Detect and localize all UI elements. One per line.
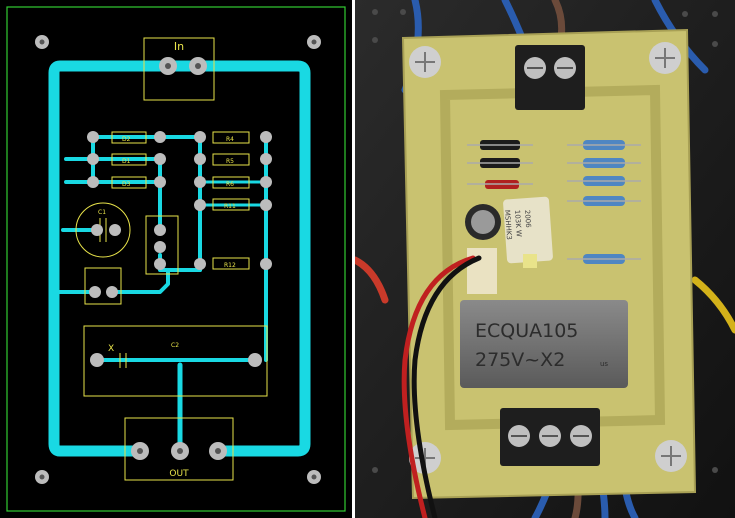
relay: ECQUA105 275V~X2 us (460, 300, 628, 388)
label-d2: D2 (122, 136, 131, 143)
input-connector-label: In (174, 40, 184, 53)
relay-text-line1: ECQUA105 (475, 320, 578, 342)
label-r4: R4 (226, 136, 234, 143)
electrolytic-capacitor (465, 204, 501, 240)
relay-cert-mark: us (600, 360, 608, 368)
assembled-board-illustration: 103K W 2006 MSHHK3 ECQUA105 275V~X2 us (355, 0, 735, 518)
pad-holes (39, 39, 317, 480)
label-d1: D1 (122, 158, 131, 165)
label-x: X (108, 344, 114, 354)
label-c2: C2 (171, 342, 179, 349)
film-capacitor: 103K W 2006 MSHHK3 (503, 196, 553, 264)
connector-wires (401, 255, 482, 518)
pcb-layout-drawing: In OUT D2 D1 D3 R4 R5 R6 R11 R12 C1 C2 X (6, 6, 346, 512)
mounting-screws (409, 42, 687, 474)
trimmer (523, 254, 537, 268)
perforated-plate (372, 9, 718, 473)
label-d3: D3 (122, 181, 131, 188)
board-outline (6, 6, 346, 512)
label-r6: R6 (226, 181, 234, 188)
label-r5: R5 (226, 158, 234, 165)
relay-text-line2: 275V~X2 (475, 349, 565, 371)
output-terminal-block (500, 408, 600, 466)
pcb-layout-panel: In OUT D2 D1 D3 R4 R5 R6 R11 R12 C1 C2 X (0, 0, 352, 518)
capacitor-marking-2: 2006 (523, 210, 532, 229)
capacitor-marking-3: MSHHK3 (503, 210, 513, 241)
diodes (467, 140, 533, 189)
small-connector (467, 248, 497, 294)
capacitor-marking-1: 103K W (513, 210, 523, 238)
label-c1: C1 (98, 209, 106, 216)
input-terminal-block (515, 45, 585, 110)
resistors (567, 140, 641, 264)
label-r11: R11 (224, 203, 236, 210)
silkscreen-outlines (75, 37, 268, 481)
label-r12: R12 (224, 262, 236, 269)
output-connector-label: OUT (169, 469, 189, 479)
assembled-board-photo: 103K W 2006 MSHHK3 ECQUA105 275V~X2 us (355, 0, 735, 518)
